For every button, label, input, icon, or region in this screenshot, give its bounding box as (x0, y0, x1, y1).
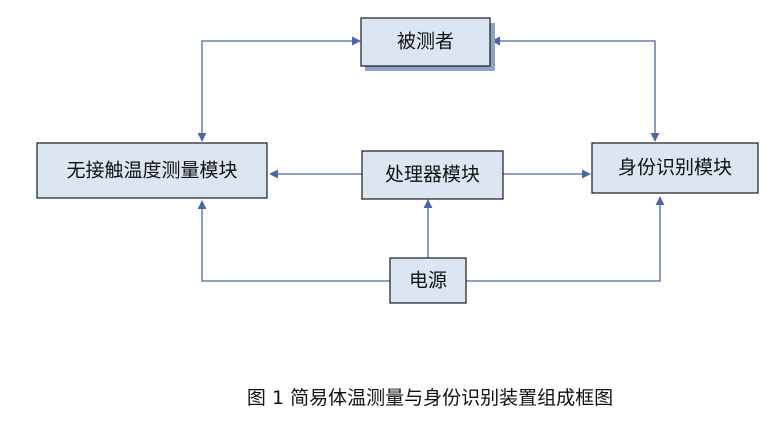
node-processor-label: 处理器模块 (385, 164, 480, 186)
node-id-module-label: 身份识别模块 (618, 157, 732, 179)
node-temp-module: 无接触温度测量模块 (36, 142, 268, 199)
connector-power-temp (197, 200, 390, 282)
node-power-box (389, 257, 467, 304)
connector-subject-temp (197, 36, 361, 142)
node-processor: 处理器模块 (361, 150, 504, 200)
node-temp-module-box (36, 142, 268, 199)
node-id-module: 身份识别模块 (591, 142, 759, 194)
connector-power-id (466, 196, 665, 282)
connector-subject-id (491, 36, 660, 142)
node-subject-box (360, 17, 491, 67)
node-power: 电源 (389, 257, 467, 304)
node-subject-label: 被测者 (397, 31, 454, 53)
node-power-label: 电源 (409, 270, 447, 292)
node-temp-module-label: 无接触温度测量模块 (66, 160, 237, 182)
node-id-module-box (591, 142, 759, 194)
node-processor-box (361, 150, 504, 200)
node-subject: 被测者 (360, 17, 495, 71)
figure-caption: 图 1 简易体温测量与身份识别装置组成框图 (247, 387, 613, 409)
